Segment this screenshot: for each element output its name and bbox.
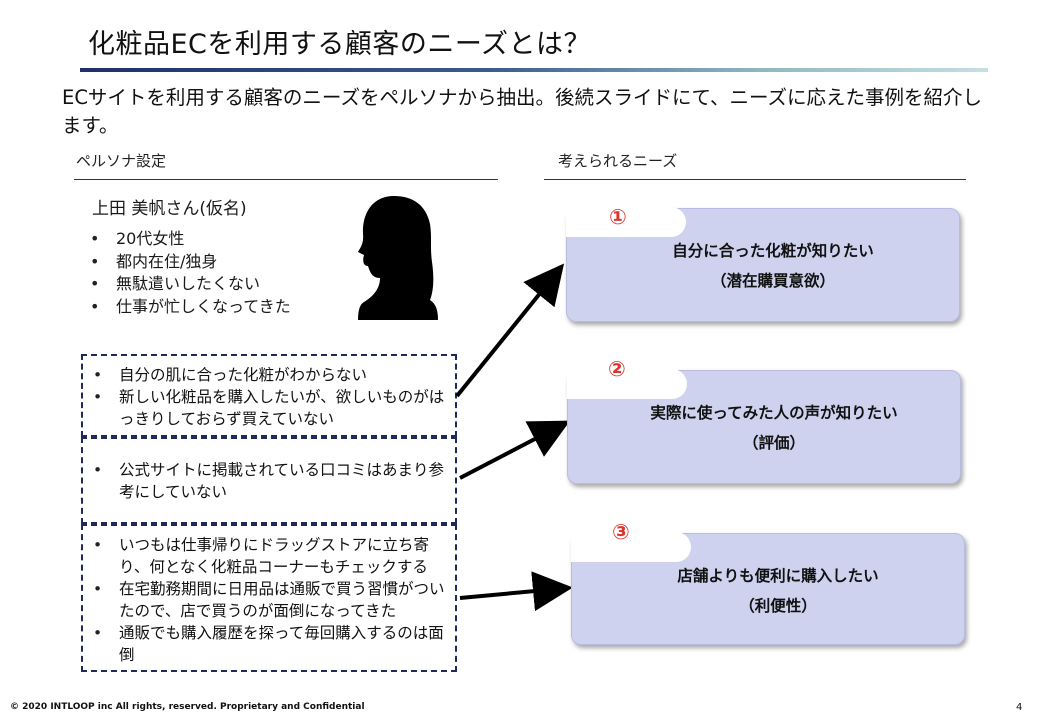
arrow-1 [455, 263, 565, 398]
pain-point-item: 在宅勤務期間に日用品は通販で買う習慣がついたので、店で買うのが面倒になってきた [89, 578, 449, 622]
need-card-1: ① 自分に合った化粧が知りたい （潜在購買意欲） [566, 205, 960, 322]
needs-section-rule [544, 179, 966, 180]
intro-text: ECサイトを利用する顧客のニーズをペルソナから抽出。後続スライドにて、ニーズに応… [62, 86, 983, 137]
persona-trait: 無駄遣いしたくない [86, 273, 291, 296]
pain-point-item: 新しい化粧品を購入したいが、欲しいものがはっきりしておらず買えていない [89, 386, 449, 430]
needs-section-label: 考えられるニーズ [558, 152, 678, 170]
persona-traits: 20代女性 都内在住/独身 無駄遣いしたくない 仕事が忙しくなってきた [86, 228, 291, 318]
woman-silhouette-icon [358, 196, 438, 320]
arrow-2 [459, 420, 571, 480]
need-title: 店舗よりも便利に購入したい [677, 567, 879, 585]
persona-trait: 都内在住/独身 [86, 251, 291, 274]
pain-point-item: 通販でも購入履歴を探って毎回購入するのは面倒 [89, 622, 449, 666]
need-category: （利便性） [739, 597, 817, 615]
persona-trait: 20代女性 [86, 228, 291, 251]
need-number: ② [608, 357, 626, 381]
need-text: 店舗よりも便利に購入したい （利便性） [592, 561, 964, 621]
need-card-3: ③ 店舗よりも便利に購入したい （利便性） [571, 520, 965, 645]
need-number: ① [609, 205, 627, 229]
need-card-tab [566, 207, 686, 237]
persona-section-label: ペルソナ設定 [76, 152, 167, 170]
pain-point-box-3: いつもは仕事帰りにドラッグストアに立ち寄り、何となく化粧品コーナーもチェックする… [81, 524, 457, 672]
slide-title: 化粧品ECを利用する顧客のニーズとは？ [88, 29, 592, 60]
need-number: ③ [612, 520, 630, 544]
pain-point-item: いつもは仕事帰りにドラッグストアに立ち寄り、何となく化粧品コーナーもチェックする [89, 534, 449, 578]
need-card-2: ② 実際に使ってみた人の声が知りたい （評価） [567, 357, 961, 484]
pain-point-box-1: 自分の肌に合った化粧がわからない 新しい化粧品を購入したいが、欲しいものがはっき… [81, 354, 457, 437]
pain-point-item: 公式サイトに掲載されている口コミはあまり参考にしていない [89, 459, 449, 503]
need-card-tab [571, 532, 691, 562]
pain-point-box-2: 公式サイトに掲載されている口コミはあまり参考にしていない [81, 437, 457, 524]
pain-point-item: 自分の肌に合った化粧がわからない [89, 364, 449, 386]
need-card-tab [567, 369, 687, 399]
persona-name: 上田 美帆さん(仮名) [92, 199, 247, 219]
footer-copyright: © 2020 INTLOOP inc All rights, reserved.… [10, 702, 365, 712]
page-number: 4 [1016, 702, 1023, 713]
need-title: 実際に使ってみた人の声が知りたい [650, 404, 898, 422]
title-underline [80, 68, 988, 72]
arrow-3 [459, 571, 573, 612]
need-text: 自分に合った化粧が知りたい （潜在購買意欲） [587, 236, 959, 296]
need-category: （潜在購買意欲） [710, 272, 835, 290]
need-category: （評価） [742, 434, 805, 452]
need-title: 自分に合った化粧が知りたい [672, 242, 874, 260]
need-text: 実際に使ってみた人の声が知りたい （評価） [588, 398, 960, 458]
persona-section-rule [74, 179, 498, 180]
persona-trait: 仕事が忙しくなってきた [86, 296, 291, 319]
